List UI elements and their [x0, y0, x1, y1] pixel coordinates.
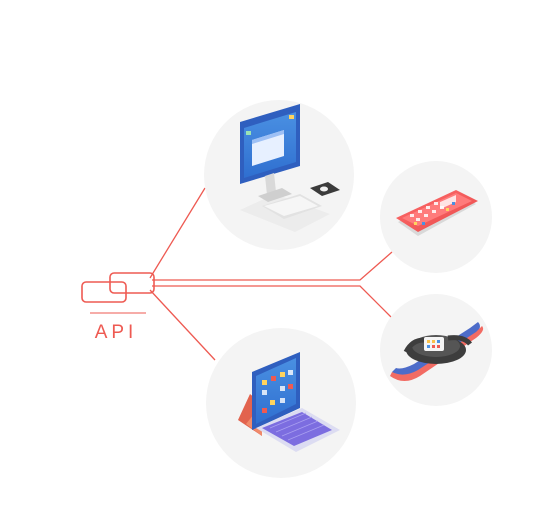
watch-node: [380, 294, 492, 406]
connector-lines: [149, 187, 393, 361]
api-label: API: [94, 322, 138, 343]
line-to-watch: [152, 285, 393, 319]
desktop-computer-icon: [240, 104, 340, 232]
tablet-node: [206, 328, 356, 478]
smartwatch-icon: [390, 322, 484, 381]
line-to-tablet: [149, 289, 216, 361]
line-to-phone: [152, 251, 393, 281]
phone-node: [380, 161, 492, 273]
api-link-icon: [81, 272, 155, 303]
tablet-keyboard-icon: [238, 352, 340, 452]
line-to-desktop: [149, 187, 206, 279]
smartphone-icon: [396, 190, 478, 236]
desktop-node: [204, 100, 354, 250]
